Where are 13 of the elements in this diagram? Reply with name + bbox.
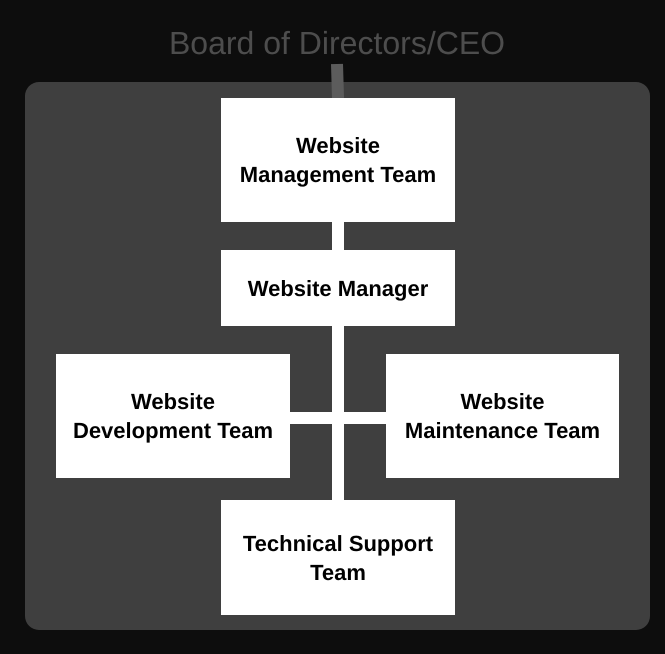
team-box (221, 98, 455, 222)
connector-line (331, 64, 344, 98)
team-box (221, 500, 455, 615)
team-label: Website Manager (248, 274, 428, 302)
team-box (56, 354, 290, 478)
connector-line (332, 222, 344, 250)
team-label: Website Management Team (238, 132, 438, 189)
team-label: Website Maintenance Team (404, 388, 602, 445)
team-box (221, 250, 455, 326)
team-label: Website Development Team (72, 388, 274, 445)
title-text: Board of Directors/CEO (100, 22, 574, 64)
team-box (386, 354, 619, 478)
team-label: Technical Support Team (242, 530, 434, 586)
